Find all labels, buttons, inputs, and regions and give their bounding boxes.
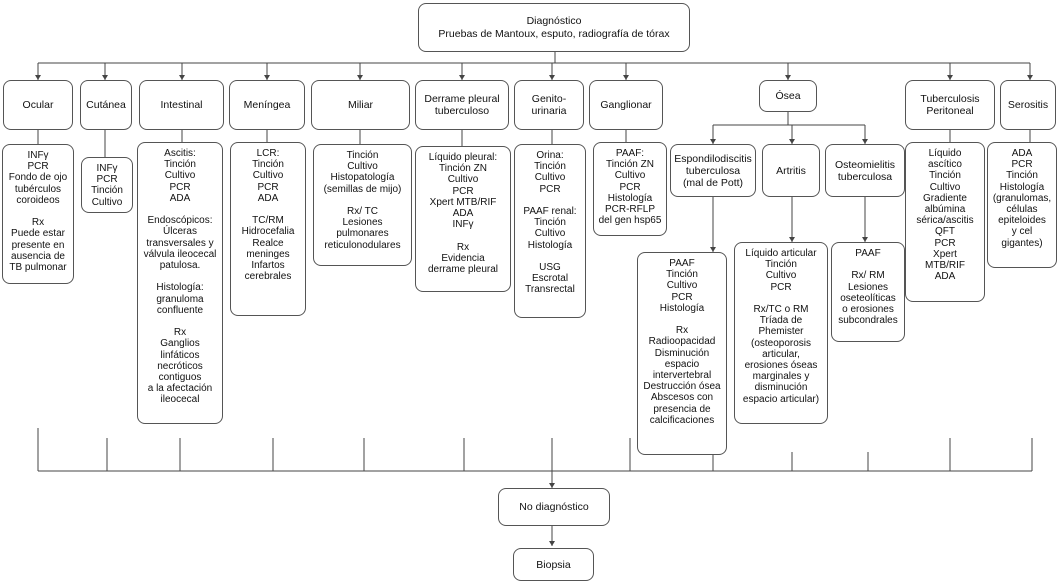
intestinal-detail-box: Ascitis: Tinción Cultivo PCR ADA Endoscó… (137, 142, 223, 424)
ocular-box: Ocular (3, 80, 73, 130)
diagnosis-root-box: Diagnóstico Pruebas de Mantoux, esputo, … (418, 3, 690, 52)
miliar-detail-box: Tinción Cultivo Histopatología (semillas… (313, 144, 412, 266)
ganglionar-box: Ganglionar (589, 80, 663, 130)
genitourinaria-detail-box: Orina: Tinción Cultivo PCR PAAF renal: T… (514, 144, 586, 318)
artritis-detail-box: Líquido articular Tinción Cultivo PCR Rx… (734, 242, 828, 424)
espondilodiscitis-box: Espondilodiscitis tuberculosa (mal de Po… (670, 144, 756, 197)
meningea-detail-box: LCR: Tinción Cultivo PCR ADA TC/RM Hidro… (230, 142, 306, 316)
espondilodiscitis-detail-box: PAAF Tinción Cultivo PCR Histología Rx R… (637, 252, 727, 455)
genitourinaria-box: Genito- urinaria (514, 80, 584, 130)
derrame-pleural-box: Derrame pleural tuberculoso (415, 80, 509, 130)
tuberculosis-peritoneal-box: Tuberculosis Peritoneal (905, 80, 995, 130)
ganglionar-detail-box: PAAF: Tinción ZN Cultivo PCR Histología … (593, 142, 667, 236)
osea-box: Ósea (759, 80, 817, 112)
ocular-detail-box: INFγ PCR Fondo de ojo tubérculos coroide… (2, 144, 74, 284)
peritoneal-detail-box: Líquido ascítico Tinción Cultivo Gradien… (905, 142, 985, 302)
miliar-box: Miliar (311, 80, 410, 130)
artritis-box: Artritis (762, 144, 820, 197)
intestinal-box: Intestinal (139, 80, 224, 130)
cutanea-detail-box: INFγ PCR Tinción Cultivo (81, 157, 133, 213)
serositis-detail-box: ADA PCR Tinción Histología (granulomas, … (987, 142, 1057, 268)
meningea-box: Meníngea (229, 80, 305, 130)
osteomielitis-detail-box: PAAF Rx/ RM Lesiones oseteolíticas o ero… (831, 242, 905, 342)
no-diagnostico-box: No diagnóstico (498, 488, 610, 526)
biopsia-box: Biopsia (513, 548, 594, 581)
serositis-box: Serositis (1000, 80, 1056, 130)
derrame-pleural-detail-box: Líquido pleural: Tinción ZN Cultivo PCR … (415, 146, 511, 292)
cutanea-box: Cutánea (80, 80, 132, 130)
osteomielitis-box: Osteomielitis tuberculosa (825, 144, 905, 197)
